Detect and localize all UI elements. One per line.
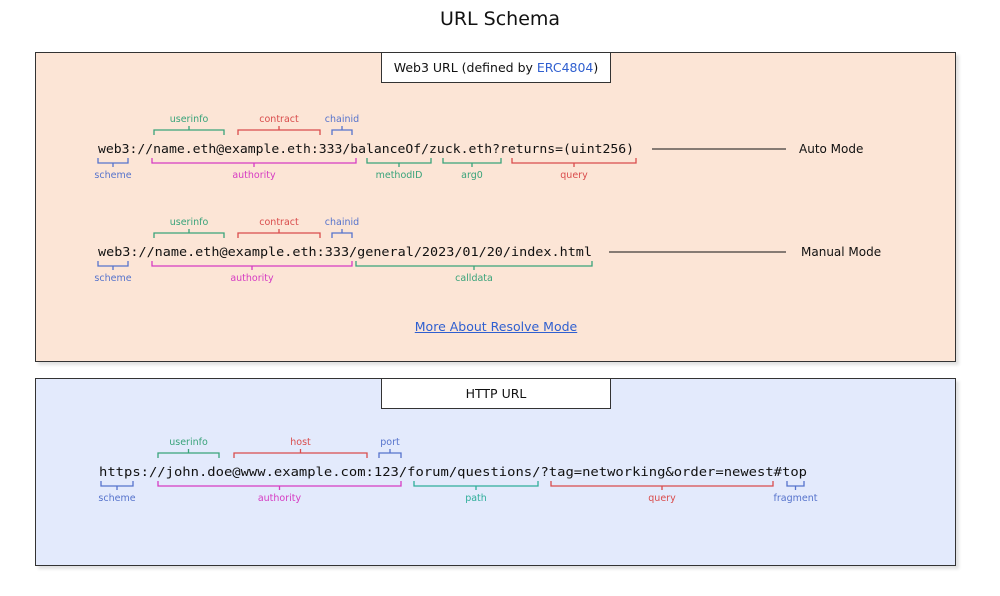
auto-contract-label: contract: [259, 114, 299, 125]
auto-authority-label: authority: [232, 170, 276, 181]
manual-scheme-label: scheme: [94, 273, 131, 284]
auto-arg0-label: arg0: [461, 170, 483, 181]
manual-userinfo-label: userinfo: [170, 217, 209, 228]
http-port-bracket: [378, 449, 402, 458]
http-panel-title: HTTP URL: [381, 378, 611, 409]
http-fragment-bracket: [786, 481, 805, 490]
manual-authority-label: authority: [230, 273, 274, 284]
http-host-label: host: [290, 437, 311, 448]
http-userinfo-bracket: [157, 449, 220, 458]
auto-scheme-label: scheme: [94, 170, 131, 181]
auto-mode-label: Auto Mode: [799, 142, 863, 156]
manual-authority-bracket: [151, 261, 353, 270]
manual-calldata-label: calldata: [455, 273, 493, 284]
page-title: URL Schema: [439, 8, 561, 30]
auto-userinfo-bracket: [153, 126, 225, 135]
web3-title-suffix: ): [593, 60, 599, 75]
erc4804-link[interactable]: ERC4804: [536, 60, 594, 75]
manual-userinfo-bracket: [153, 229, 225, 238]
manual-chainid-bracket: [331, 229, 353, 238]
http-url-panel: HTTP URL: [35, 378, 956, 566]
auto-chainid-bracket: [331, 126, 353, 135]
http-path-bracket: [413, 481, 539, 490]
http-authority-bracket: [157, 481, 402, 490]
http-query-label: query: [648, 493, 676, 504]
manual-scheme-bracket: [97, 261, 129, 270]
auto-mode-url: web3://name.eth@example.eth:333/balanceO…: [98, 141, 634, 156]
http-path-label: path: [465, 493, 487, 504]
manual-mode-label: Manual Mode: [801, 245, 881, 259]
auto-scheme-bracket: [97, 158, 129, 167]
auto-userinfo-label: userinfo: [170, 114, 209, 125]
auto-methodid-label: methodID: [376, 170, 423, 181]
http-url: https://john.doe@www.example.com:123/for…: [99, 464, 807, 479]
http-scheme-label: scheme: [98, 493, 135, 504]
bracket-layer: [97, 126, 805, 490]
auto-authority-bracket: [151, 158, 357, 167]
auto-query-bracket: [511, 158, 637, 167]
manual-contract-label: contract: [259, 217, 299, 228]
manual-chainid-label: chainid: [325, 217, 359, 228]
web3-url-panel: Web3 URL (defined by ERC4804): [35, 52, 956, 362]
more-about-resolve-mode-link[interactable]: More About Resolve Mode: [414, 319, 578, 334]
http-userinfo-label: userinfo: [169, 437, 208, 448]
web3-panel-title: Web3 URL (defined by ERC4804): [381, 52, 611, 83]
http-authority-label: authority: [258, 493, 302, 504]
http-port-label: port: [380, 437, 400, 448]
bracket-label-layer: userinfo contract chainid scheme authority me…: [94, 114, 817, 504]
auto-contract-bracket: [237, 126, 321, 135]
manual-calldata-bracket: [355, 261, 593, 270]
auto-chainid-label: chainid: [325, 114, 359, 125]
http-scheme-bracket: [100, 481, 134, 490]
http-fragment-label: fragment: [774, 493, 818, 504]
manual-contract-bracket: [237, 229, 321, 238]
auto-methodid-bracket: [366, 158, 432, 167]
manual-mode-url: web3://name.eth@example.eth:333/general/…: [98, 244, 592, 259]
http-query-bracket: [550, 481, 774, 490]
web3-title-prefix: Web3 URL (defined by: [393, 60, 537, 75]
auto-arg0-bracket: [442, 158, 502, 167]
auto-query-label: query: [560, 170, 588, 181]
http-host-bracket: [233, 449, 368, 458]
